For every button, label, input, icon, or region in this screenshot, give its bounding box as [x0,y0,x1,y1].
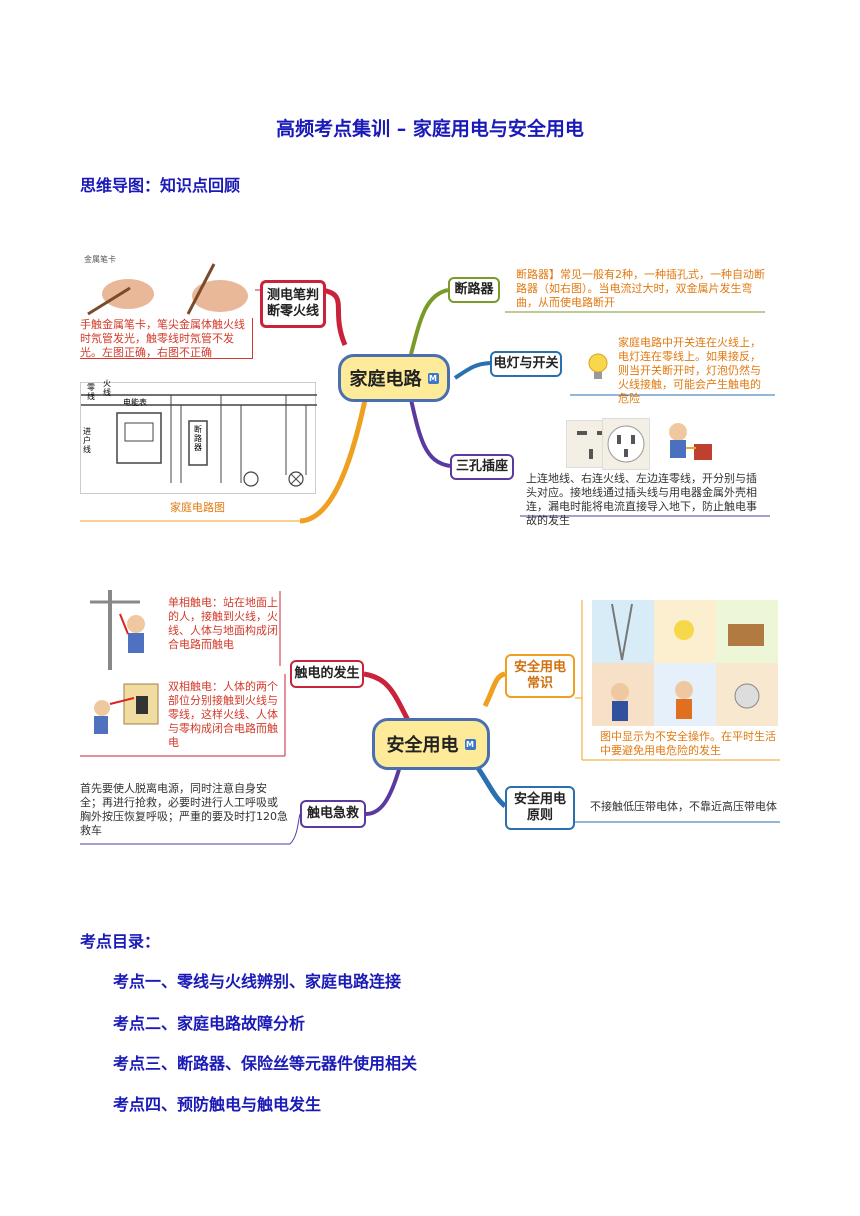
node-shock-occurrence: 触电的发生 [290,660,364,688]
node-shock-rescue: 触电急救 [300,800,366,828]
toc-item-3: 考点三、断路器、保险丝等元器件使用相关 [113,1054,418,1073]
lamp-switch-note: 家庭电路中开关连在火线上，电灯连在零线上。如果接反，则当开关断开时，灯泡仍然与火… [618,336,761,405]
mindmap-heading: 思维导图：知识点回顾 [80,176,241,195]
central-node-household-circuit: 家庭电路 M [338,354,450,402]
map-badge-icon: M [464,738,476,750]
node-breaker: 断路器 [448,277,500,303]
node-lamp-switch: 电灯与开关 [490,351,562,377]
node-safety-principle: 安全用电 原则 [505,786,575,830]
two-phase-shock-note: 双相触电：人体的两个部位分别接触到火线与零线，这样火线、人体与零构成闭合电路而触… [168,680,278,749]
electric-shock-cartoon-icon [654,418,718,470]
node-test-pen: 测电笔判 断零火线 [260,280,326,328]
safety-principle-note: 不接触低压带电体，不靠近高压带电体 [590,800,777,813]
toc-item-4: 考点四、预防触电与触电发生 [113,1095,322,1114]
household-circuit-diagram: 零线 火线 电能表 进户线 断路器 [80,379,317,494]
safety-common-sense-note: 图中显示为不安全操作。在平时生活中要避免用电危险的发生 [600,730,776,757]
label-breaker: 断路器 [194,425,202,452]
label-inlet: 进户线 [83,427,91,454]
central-node-electrical-safety: 安全用电 M [372,718,490,770]
socket-note: 上连地线、右连火线、左边连零线，开分别与插头对应。接地线通过插头线与用电器金属外… [526,472,757,527]
mindmap-household-circuit: 家庭电路 M 测电笔判 断零火线 金属笔卡 手触金属笔卡，笔尖金属体触火线时氖管… [0,240,860,530]
mindmap2-branches [80,591,780,845]
toc-item-1: 考点一、零线与火线辨别、家庭电路连接 [113,972,402,991]
map-badge-icon: M [427,372,439,384]
socket-photo-right [602,418,650,470]
test-pen-illustration: 金属笔卡 [80,254,252,316]
single-phase-shock-note: 单相触电：站在地面上的人，接触到火线，火线、人体与地面构成闭合电路而触电 [168,596,278,651]
lightbulb-icon [586,352,610,386]
single-phase-shock-cartoon-icon [80,590,164,670]
breaker-note: 断路器】常见一般有2种，一种插孔式，一种自动断路器（如右图）。当电流过大时，双金… [516,268,765,309]
toc-item-2: 考点二、家庭电路故障分析 [113,1014,306,1033]
node-three-hole-socket: 三孔插座 [450,454,514,480]
node-safety-common-sense: 安全用电 常识 [505,654,575,698]
shock-rescue-note: 首先要使人脱离电源，同时注意自身安全；再进行抢救，必要时进行人工呼吸或胸外按压恢… [80,782,288,837]
unsafe-operations-illustration [592,600,778,726]
two-phase-shock-cartoon-icon [80,678,164,750]
label-live: 火线 [103,379,111,397]
toc-heading: 考点目录： [80,932,161,951]
hand-pen-icon [87,263,248,316]
circuit-caption: 家庭电路图 [170,501,225,514]
document-title: 高频考点集训 – 家庭用电与安全用电 [276,118,584,140]
pen-cap-caption: 金属笔卡 [84,255,116,264]
label-meter: 电能表 [123,398,147,407]
test-pen-note: 手触金属笔卡，笔尖金属体触火线时氖管发光，触零线时氖管不发光。左图正确，右图不正… [80,318,253,359]
label-neutral: 零线 [87,383,95,401]
mindmap1-branches [80,287,775,524]
mindmap-electrical-safety: 安全用电 M 触电的发生 单相触电：站在地面上的人，接触到火线，火线、人体与地面… [0,586,860,856]
